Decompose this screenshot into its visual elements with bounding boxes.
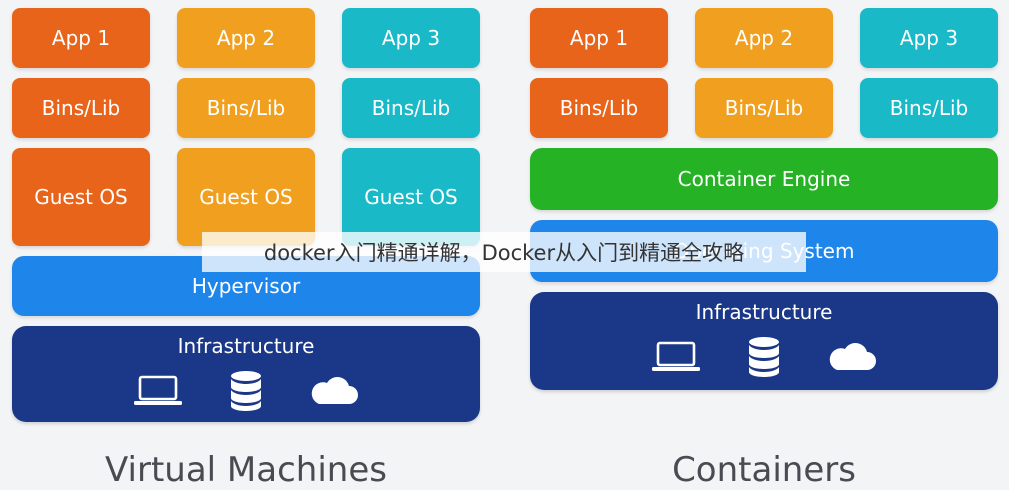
vm-guest-os-1: Guest OS <box>12 148 150 246</box>
vm-app-3: App 3 <box>342 8 480 68</box>
vm-guest-os-2: Guest OS <box>177 148 315 246</box>
containers-label: Containers <box>672 450 856 490</box>
laptop-icon <box>651 341 701 377</box>
cloud-icon <box>309 376 359 410</box>
vm-bins-1: Bins/Lib <box>12 78 150 138</box>
container-bins-2: Bins/Lib <box>695 78 833 138</box>
laptop-icon <box>133 375 183 411</box>
container-app-2: App 2 <box>695 8 833 68</box>
vm-app-1: App 1 <box>12 8 150 68</box>
container-bins-1: Bins/Lib <box>530 78 668 138</box>
container-infrastructure: Infrastructure <box>530 292 998 390</box>
watermark-caption: docker入门精通详解，Docker从入门到精通全攻略 <box>202 232 806 272</box>
vm-bins-2: Bins/Lib <box>177 78 315 138</box>
container-app-3: App 3 <box>860 8 998 68</box>
container-app-1: App 1 <box>530 8 668 68</box>
database-icon <box>747 336 781 382</box>
container-infrastructure-title: Infrastructure <box>695 300 833 324</box>
vm-bins-3: Bins/Lib <box>342 78 480 138</box>
container-engine: Container Engine <box>530 148 998 210</box>
vm-app-2: App 2 <box>177 8 315 68</box>
database-icon <box>229 370 263 416</box>
vm-label: Virtual Machines <box>105 450 387 490</box>
vm-infrastructure-title: Infrastructure <box>177 334 315 358</box>
vm-guest-os-3: Guest OS <box>342 148 480 246</box>
vm-infrastructure: Infrastructure <box>12 326 480 422</box>
container-bins-3: Bins/Lib <box>860 78 998 138</box>
cloud-icon <box>827 342 877 376</box>
